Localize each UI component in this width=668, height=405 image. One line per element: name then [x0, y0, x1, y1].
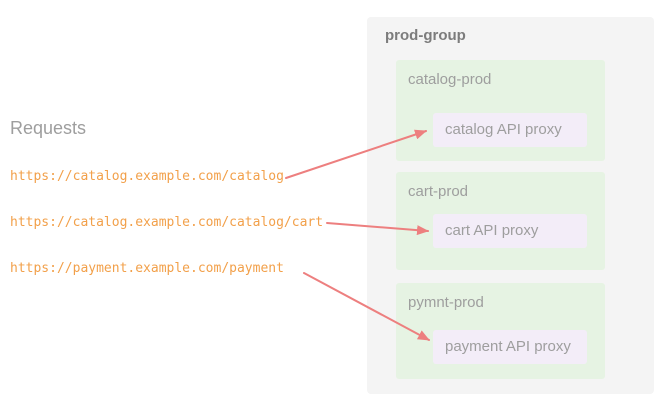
- prod-group-panel: prod-group catalog-prod catalog API prox…: [367, 17, 654, 394]
- environment-name: catalog-prod: [408, 71, 492, 88]
- request-url-payment: https://payment.example.com/payment: [10, 261, 284, 276]
- request-url-catalog-cart: https://catalog.example.com/catalog/cart: [10, 215, 324, 230]
- request-url-catalog: https://catalog.example.com/catalog: [10, 169, 284, 184]
- catalog-api-proxy-box: catalog API proxy: [433, 113, 587, 147]
- requests-title: Requests: [10, 118, 87, 138]
- payment-api-proxy-box: payment API proxy: [433, 330, 587, 364]
- environment-name: cart-prod: [408, 183, 469, 200]
- environment-cart-prod: cart-prod cart API proxy: [396, 172, 605, 270]
- cart-api-proxy-box: cart API proxy: [433, 214, 587, 248]
- environment-name: pymnt-prod: [408, 294, 484, 311]
- environment-catalog-prod: catalog-prod catalog API proxy: [396, 60, 605, 161]
- environment-pymnt-prod: pymnt-prod payment API proxy: [396, 283, 605, 379]
- prod-group-title: prod-group: [385, 27, 466, 44]
